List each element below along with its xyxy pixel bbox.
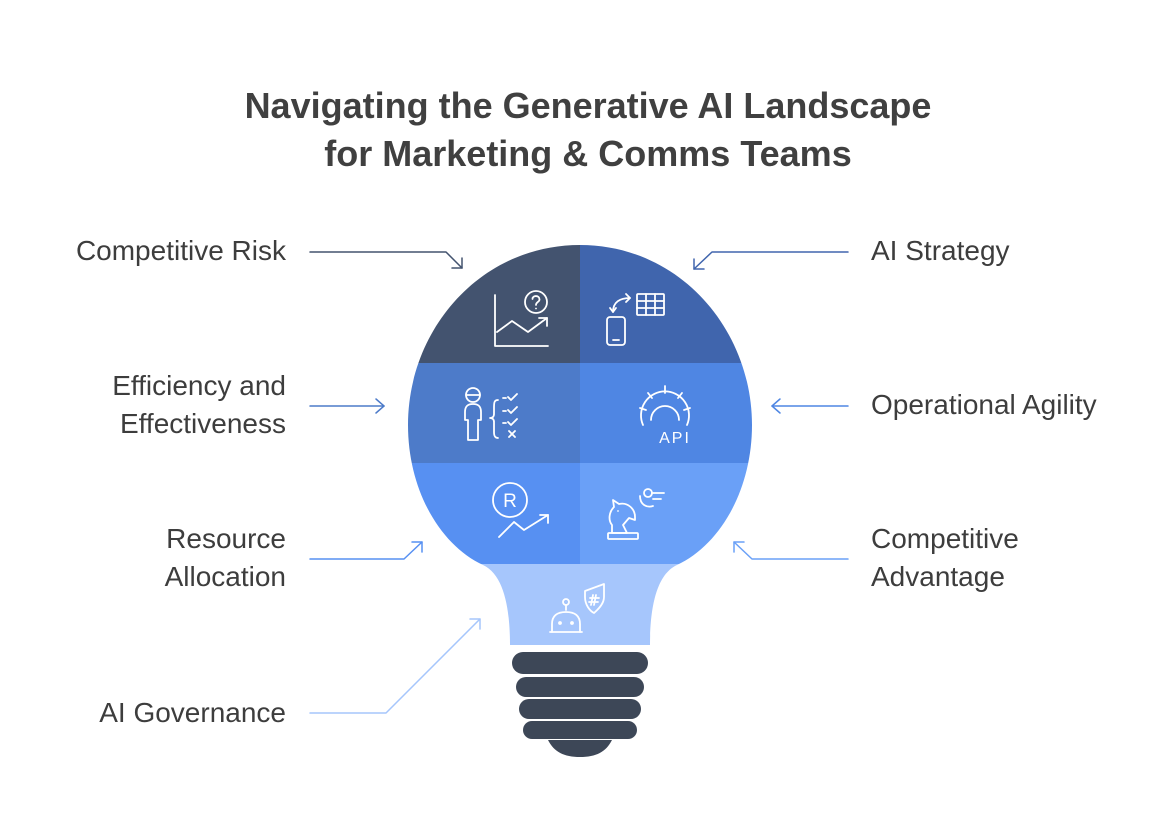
competitive-advantage-line-1: Competitive (871, 523, 1019, 554)
segment-competitive-advantage (580, 463, 752, 564)
label-competitive-risk: Competitive Risk (76, 232, 286, 270)
label-competitive-advantage: Competitive Advantage (871, 520, 1019, 596)
bulb-base (512, 652, 648, 757)
api-text: API (659, 430, 691, 447)
resource-allocation-line-1: Resource (166, 523, 286, 554)
connector-efficiency (309, 398, 385, 414)
competitive-advantage-line-2: Advantage (871, 561, 1005, 592)
title-line-2: for Marketing & Comms Teams (324, 133, 852, 174)
connector-ai-governance (309, 618, 481, 714)
segment-operational-agility (580, 363, 752, 463)
competitive-risk-text: Competitive Risk (75, 235, 286, 266)
registered-trend-icon (492, 482, 549, 538)
segment-competitive-risk (408, 245, 580, 363)
registered-text: R (503, 491, 517, 512)
segment-ai-governance (408, 564, 752, 645)
connector-operational-agility (771, 398, 849, 414)
label-ai-strategy: AI Strategy (871, 232, 1010, 270)
connector-competitive-risk (309, 251, 463, 269)
title-line-1: Navigating the Generative AI Landscape (244, 85, 932, 126)
operational-agility-text: Operational Agility (871, 389, 1097, 420)
person-checklist-icon (464, 387, 518, 441)
gear-api-icon (639, 385, 691, 426)
segment-resource-allocation (408, 463, 580, 564)
label-operational-agility: Operational Agility (871, 386, 1097, 424)
resource-allocation-line-2: Allocation (164, 561, 286, 592)
connector-resource-allocation (309, 541, 423, 560)
ai-governance-text: AI Governance (99, 697, 286, 728)
label-ai-governance: AI Governance (99, 694, 286, 732)
chess-knight-icon (607, 488, 665, 540)
robot-shield-icon (549, 583, 605, 633)
connector-competitive-advantage (733, 541, 849, 560)
phone-table-icon (606, 293, 665, 346)
label-efficiency-effectiveness: Efficiency and Effectiveness (112, 367, 286, 443)
label-resource-allocation: Resource Allocation (165, 520, 286, 596)
ai-strategy-text: AI Strategy (871, 235, 1010, 266)
segment-efficiency (408, 363, 580, 463)
diagram-title: Navigating the Generative AI Landscape f… (0, 82, 1176, 178)
efficiency-line-1: Efficiency and (112, 370, 286, 401)
efficiency-line-2: Effectiveness (119, 408, 286, 439)
chart-question-icon (494, 290, 549, 347)
connector-ai-strategy (693, 251, 849, 270)
